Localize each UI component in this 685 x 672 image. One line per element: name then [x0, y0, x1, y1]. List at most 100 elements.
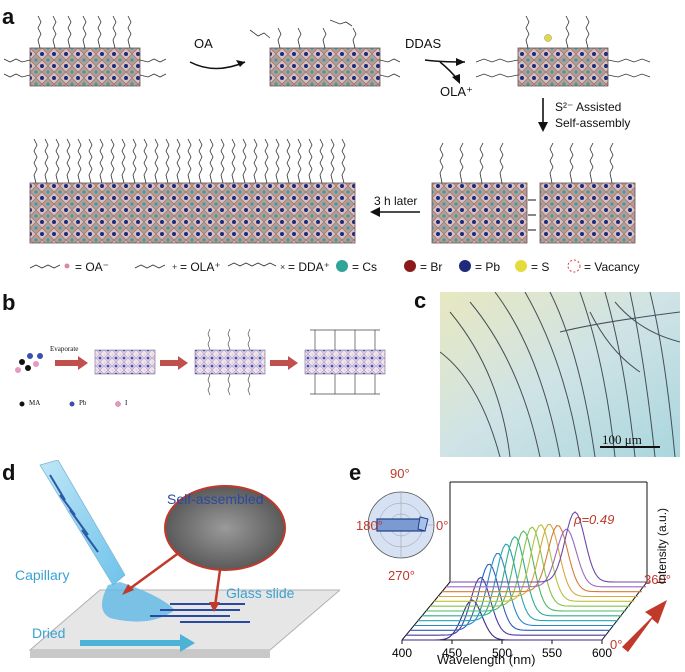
legend-label-vacancy: = Vacancy — [584, 260, 640, 274]
e-x-tick-label: 400 — [392, 646, 412, 660]
crystal-pair — [431, 142, 636, 244]
b-droplet — [15, 353, 43, 373]
dda-ligand-chain — [308, 138, 313, 184]
e-spectrum-line — [450, 511, 650, 583]
e-x-tick-label: 500 — [492, 646, 512, 660]
dda-ligand-chain — [275, 138, 280, 184]
panel-b-figure — [15, 328, 386, 407]
panel-d-illustration — [28, 460, 340, 658]
dda-ligand-chain — [165, 138, 170, 184]
b-arrow-3 — [270, 356, 298, 370]
e-spectrum-line — [438, 524, 638, 598]
e-spectrum-line — [442, 524, 642, 593]
crystal-long — [29, 138, 356, 244]
dda-ligand-chain — [264, 138, 269, 184]
b-legend-ma: MA — [29, 399, 41, 407]
e-spectrum-line — [422, 535, 622, 617]
e-spectrum-line — [430, 526, 630, 607]
legend-label-ola: = OLA⁺ — [180, 260, 221, 274]
e-spectrum-line — [414, 553, 614, 627]
dda-ligand-chain — [154, 138, 159, 184]
crystal-initial — [3, 15, 167, 87]
label-3h-later: 3 h later — [374, 194, 418, 208]
d-sem-inset — [164, 485, 286, 571]
e-angle-0: 0° — [610, 637, 623, 652]
ola-ligand-icon — [134, 264, 166, 269]
dda-ligand-icon — [227, 262, 277, 267]
e-polar-inset — [367, 491, 435, 559]
e-angle-360: 360° — [644, 572, 671, 587]
e-x-tick-label: 600 — [592, 646, 612, 660]
d-label-self-assembled: Self-assembled — [167, 491, 264, 507]
legend-label-s: = S — [531, 260, 550, 274]
pb-atom-icon — [459, 260, 471, 272]
crystal-after-ddas — [475, 15, 651, 87]
label-oa: OA — [194, 36, 213, 51]
e-spectra — [402, 511, 650, 641]
s-atom-icon — [515, 260, 527, 272]
panel-a-legend: + × — [29, 259, 581, 273]
e-y-axis-label: Intensity (a.u.) — [655, 507, 669, 584]
label-self-assembly: Self-assembly — [555, 116, 631, 130]
legend-label-dda: = DDA⁺ — [288, 260, 331, 274]
dda-ligand-chain — [341, 138, 346, 184]
br-atom-icon — [404, 260, 416, 272]
cs-atom-icon — [336, 260, 348, 272]
d-label-capillary: Capillary — [15, 567, 70, 583]
e-spectrum-line — [410, 563, 610, 631]
b-film-3 — [304, 349, 386, 375]
b-arrow-1 — [55, 356, 88, 370]
e-x-tick-label: 450 — [442, 646, 462, 660]
d-assembled-wires — [150, 603, 250, 623]
panel-e-chart: 400 450 500 550 600 — [367, 481, 667, 660]
legend-label-cs: = Cs — [352, 260, 378, 274]
e-polar-90: 90° — [390, 466, 410, 481]
e-polar-0: 0° — [436, 518, 449, 533]
e-spectrum-line — [446, 528, 646, 588]
b-legend-pb: Pb — [79, 399, 87, 407]
legend-label-pb: = Pb — [475, 260, 501, 274]
legend-label-oa: = OA⁻ — [75, 260, 110, 274]
d-dried-arrow — [80, 634, 195, 652]
vacancy-icon — [567, 259, 581, 273]
legend-label-br: = Br — [420, 260, 443, 274]
panel-letter-a: a — [2, 4, 15, 29]
panel-letter-d: d — [2, 460, 16, 485]
dda-ligand-chain — [209, 138, 214, 184]
dda-ligand-chain — [198, 138, 203, 184]
e-x-tick-label: 550 — [542, 646, 562, 660]
oa-ligand-icon — [29, 264, 61, 269]
b-legend-i: I — [125, 399, 128, 407]
label-ola: OLA⁺ — [440, 84, 473, 99]
dda-ligand-chain — [231, 138, 236, 184]
e-spectrum-line — [406, 576, 606, 636]
arrow-oa — [189, 61, 246, 70]
e-polar-180: 180° — [356, 518, 383, 533]
panel-letter-b: b — [2, 290, 16, 315]
e-spectrum-line — [426, 530, 626, 612]
panel-letter-e: e — [349, 460, 362, 485]
label-s2-assisted: S²⁻ Assisted — [555, 100, 622, 114]
dda-ligand-chain — [286, 138, 291, 184]
crystal-after-oa — [249, 19, 401, 87]
panel-c-micrograph — [440, 292, 680, 457]
dda-ligand-chain — [110, 138, 115, 184]
dda-ligand-chain — [143, 138, 148, 184]
dda-ligand-chain — [99, 138, 104, 184]
e-polar-270: 270° — [388, 568, 415, 583]
b-film-2 — [194, 349, 266, 375]
b-film-1 — [94, 349, 156, 375]
dda-ligand-chain — [253, 138, 258, 184]
panel-a-figure: + × — [3, 15, 651, 273]
dda-ligand-chain — [242, 138, 247, 184]
e-rho-label: ρ=0.49 — [574, 512, 615, 527]
b-label-evaporate: Evaporate — [50, 345, 79, 353]
e-angle-arrow — [622, 600, 667, 652]
e-spectrum-line — [402, 599, 602, 641]
dda-ligand-chain — [319, 138, 324, 184]
dda-ligand-chain — [121, 138, 126, 184]
b-arrow-2 — [160, 356, 188, 370]
label-ddas: DDAS — [405, 36, 442, 51]
dda-ligand-chain — [187, 138, 192, 184]
dda-ligand-chain — [297, 138, 302, 184]
